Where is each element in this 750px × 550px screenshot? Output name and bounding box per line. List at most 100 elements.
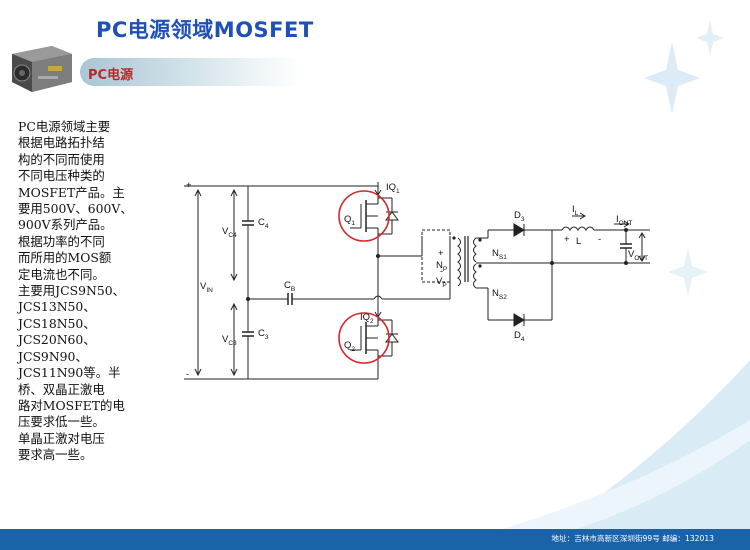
description-line: 根据电路拓扑结 (18, 135, 105, 151)
svg-text:NS2: NS2 (492, 288, 507, 301)
inductor-plus-label: + (564, 234, 570, 245)
cb-label: C (284, 280, 291, 291)
transformer-outline (421, 229, 451, 283)
description-line: 压要求低一些。 (18, 414, 105, 430)
background-swoosh-light (430, 420, 750, 550)
description-line: 主要用JCS9N50、 (18, 283, 125, 299)
description-line: JCS13N50、 (18, 299, 96, 315)
il-label: I (572, 204, 575, 215)
svg-text:Q2: Q2 (344, 340, 355, 353)
svg-text:CB: CB (284, 280, 295, 293)
vin-label: V (200, 281, 207, 292)
svg-text:NP: NP (436, 260, 447, 273)
junction-dots (246, 228, 628, 301)
iq2-label: IQ (360, 312, 370, 323)
primary-plus-label: + (438, 248, 444, 259)
secondary-winding-2 (473, 263, 477, 289)
svg-text:VIN: VIN (200, 281, 213, 294)
vout-subscript: OUT (634, 255, 648, 262)
description-line: 要求高一些。 (18, 447, 93, 463)
vp-label: V (436, 276, 443, 287)
q1-label: Q (344, 214, 351, 225)
q2-highlight-circle (338, 312, 390, 364)
d3-diode (513, 223, 525, 237)
il-subscript: L (575, 210, 579, 217)
description-line: 根据功率的不同 (18, 233, 105, 249)
q2-label: Q (344, 340, 351, 351)
description-line: 桥、双晶正激电 (18, 381, 105, 397)
svg-text:C3: C3 (258, 328, 269, 341)
d3-label: D (514, 210, 521, 221)
iout-subscript: OUT (619, 220, 633, 227)
svg-text:IL: IL (572, 204, 579, 217)
description-line: JCS20N60、 (18, 332, 96, 348)
c4-subscript: 4 (265, 223, 269, 230)
description-line: JCS11N90等。半 (18, 365, 121, 381)
np-subscript: P (443, 266, 447, 273)
cb-subscript: B (291, 286, 295, 293)
section-label: PC电源 (88, 68, 134, 83)
star-large-icon (644, 42, 700, 114)
vout-label: V (628, 249, 635, 260)
ns1-subscript: S1 (499, 254, 507, 261)
power-supply-image (12, 46, 72, 92)
description-line: 定电流也不同。 (18, 266, 105, 282)
iq2-subscript: 2 (370, 318, 374, 325)
vc3-label: V (222, 334, 229, 345)
description-line: JCS9N90、 (18, 348, 88, 364)
star-small-icon (668, 248, 708, 296)
vc3-subscript: C3 (228, 340, 237, 347)
output-inductor (561, 226, 595, 231)
description-line: 路对MOSFET的电 (18, 397, 125, 413)
description-line: 单晶正激对电压 (18, 430, 105, 446)
svg-text:D4: D4 (514, 330, 525, 343)
svg-text:Q1: Q1 (344, 214, 355, 227)
page-title: PC电源领域MOSFET (96, 18, 314, 42)
vc4-label: V (222, 226, 229, 237)
c3-subscript: 3 (265, 334, 269, 341)
d4-subscript: 4 (521, 336, 525, 343)
svg-text:VC4: VC4 (222, 226, 237, 239)
iq1-label: IQ (386, 182, 396, 193)
svg-text:IOUT: IOUT (616, 214, 632, 227)
q1-body-diode (385, 211, 399, 221)
svg-text:VP: VP (436, 276, 447, 289)
description-line: MOSFET产品。主 (18, 184, 125, 200)
vin-plus-label: + (186, 180, 192, 191)
svg-text:IQ2: IQ2 (360, 312, 374, 325)
q1-highlight-circle (338, 190, 390, 242)
d3-subscript: 3 (521, 216, 525, 223)
ns2-subscript: S2 (499, 294, 507, 301)
ns2-label: N (492, 288, 499, 299)
background-swoosh (520, 360, 750, 550)
svg-text:NS1: NS1 (492, 248, 507, 261)
footer-address: 地址：吉林市高新区深圳街99号 邮编：132013 (551, 534, 714, 543)
description-line: 不同电压种类的 (18, 168, 105, 184)
inductor-minus-label: - (598, 234, 601, 245)
svg-text:IQ1: IQ1 (386, 182, 400, 195)
iq1-subscript: 1 (396, 188, 400, 195)
q2-subscript: 2 (351, 346, 355, 353)
section-header-bar (80, 58, 302, 86)
primary-winding (457, 237, 461, 287)
star-medium-icon (696, 20, 724, 56)
description-line: PC电源领域主要 (18, 119, 111, 134)
vp-subscript: P (442, 282, 446, 289)
secondary-winding-1 (473, 237, 477, 263)
primary-minus-label: - (440, 266, 443, 277)
description-text: PC电源领域主要 根据电路拓扑结 构的不同而使用 不同电压种类的 MOSFET产… (18, 119, 143, 464)
d4-diode (513, 313, 525, 327)
vin-minus-label: - (186, 369, 189, 380)
vin-arrow-head-down (194, 368, 202, 377)
q2-body-diode (385, 333, 399, 343)
ns1-label: N (492, 248, 499, 259)
iout-label: I (616, 214, 619, 225)
description-line: 构的不同而使用 (18, 151, 105, 167)
svg-text:VOUT: VOUT (628, 249, 648, 262)
vin-arrow-head-up (194, 188, 202, 197)
d4-label: D (514, 330, 521, 341)
svg-text:D3: D3 (514, 210, 525, 223)
inductor-label: L (576, 236, 581, 247)
vin-subscript: IN (206, 287, 213, 294)
